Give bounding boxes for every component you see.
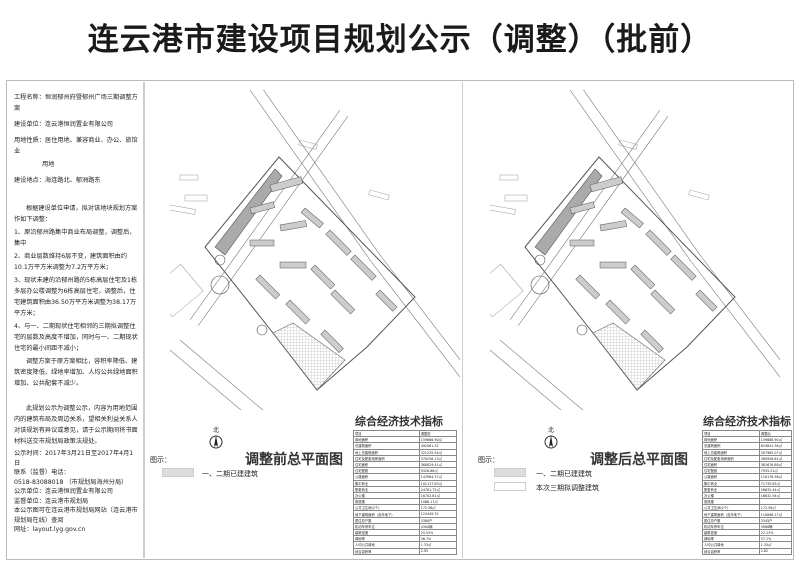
north-label: 北 <box>212 427 219 434</box>
website-url[interactable]: 网址：layout.lyg.gov.cn <box>14 526 86 533</box>
legend-item-adjusted: 本次三期拟调整建筑 <box>536 484 599 492</box>
adjustment-summary: 调整方案于原方案相比，容积率降低、建筑密度降低、绿地率增加、人均公共绿地面积增加… <box>14 358 138 387</box>
panel-divider <box>462 82 463 558</box>
legend-swatch-built <box>494 468 526 477</box>
north-arrow-before: 北 <box>208 425 224 452</box>
project-name: 工程名称：恒润郁州府暨郁州广场三期调整方案 <box>14 94 138 112</box>
developer: 建设单位：连云港恒润置业有限公司 <box>14 121 113 128</box>
contact-label: 联系（监督）电话： <box>14 469 70 476</box>
land-use: 用地性质：居住用地、兼容商业、办公、旅馆业 <box>14 137 138 155</box>
page-title: 连云港市建设项目规划公示（调整）（批前） <box>87 22 713 58</box>
land-use-cont: 用地 <box>42 161 55 168</box>
north-label: 北 <box>547 427 554 434</box>
board-frame <box>6 80 794 560</box>
table-title-before: 综合经济技术指标 <box>355 415 443 428</box>
plan-title-after: 调整后总平面图 <box>590 452 688 468</box>
legend-swatch-adjusted <box>494 482 526 491</box>
notice-text: 此规划公示为调整公示，内容为用地范围内的建筑布局及周边关系，望相关利益关系人对该… <box>14 405 138 445</box>
table-title-after: 综合经济技术指标 <box>703 415 791 428</box>
supervisor: 监督单位：连云港市规划局 <box>14 497 89 505</box>
adjustment-2: 2、商业层数维持6层不变，建筑面积由约10.1万平方米调整为7.2万平方米； <box>14 253 128 271</box>
site-plan-before <box>170 90 460 410</box>
website-note: 本公示图可在连云港市规划局网站（连云港市规划局在线）查阅 <box>14 507 138 524</box>
table-label: 综合容积率 <box>353 547 420 555</box>
north-arrow-after: 北 <box>543 425 559 452</box>
info-panel: 工程名称：恒润郁州府暨郁州广场三期调整方案 建设单位：连云港恒润置业有限公司 用… <box>8 82 145 558</box>
adjustment-4: 4、与一、二期现状住宅相邻的三期拟调整住宅的层数及高度不增加，同时与一、二期现状… <box>14 323 138 352</box>
legend-label-after: 图示： <box>478 456 499 464</box>
notice-period: 公示时间：2017年3月21日至2017年4月1日 <box>14 450 134 467</box>
location: 建设地点：海连路北、郁洲路东 <box>14 177 101 184</box>
table-label: 综合容积率 <box>702 547 760 555</box>
adjustment-intro: 根据建设单位申请，拟对该地块规划方案作如下调整： <box>14 205 138 223</box>
legend-label-before: 图示： <box>150 456 171 464</box>
adjustment-1: 1、原沿郁州路集中商业布局调整，调整后，集中 <box>14 229 136 247</box>
contact-phone: 0518-83088018 （市规划局海州分局） <box>14 478 128 486</box>
adjustment-3: 3、现状未建的沿郁州路的5栋高层住宅及1栋多层办公楼调整为6栋高层住宅，调整后，… <box>14 277 138 317</box>
table-value: 2.82 <box>758 547 793 555</box>
legend-item-built: 一、二期已建建筑 <box>202 470 258 478</box>
legend-item-built: 一、二期已建建筑 <box>536 470 592 478</box>
legend-swatch-built <box>162 468 194 477</box>
site-plan-after <box>490 90 780 410</box>
north-arrow-icon <box>544 435 558 449</box>
plan-title-before: 调整前总平面图 <box>245 452 343 468</box>
table-value: 2.95 <box>418 547 458 555</box>
north-arrow-icon <box>209 435 223 449</box>
publisher: 公示单位：连云港恒润置业有限公司 <box>14 488 113 495</box>
